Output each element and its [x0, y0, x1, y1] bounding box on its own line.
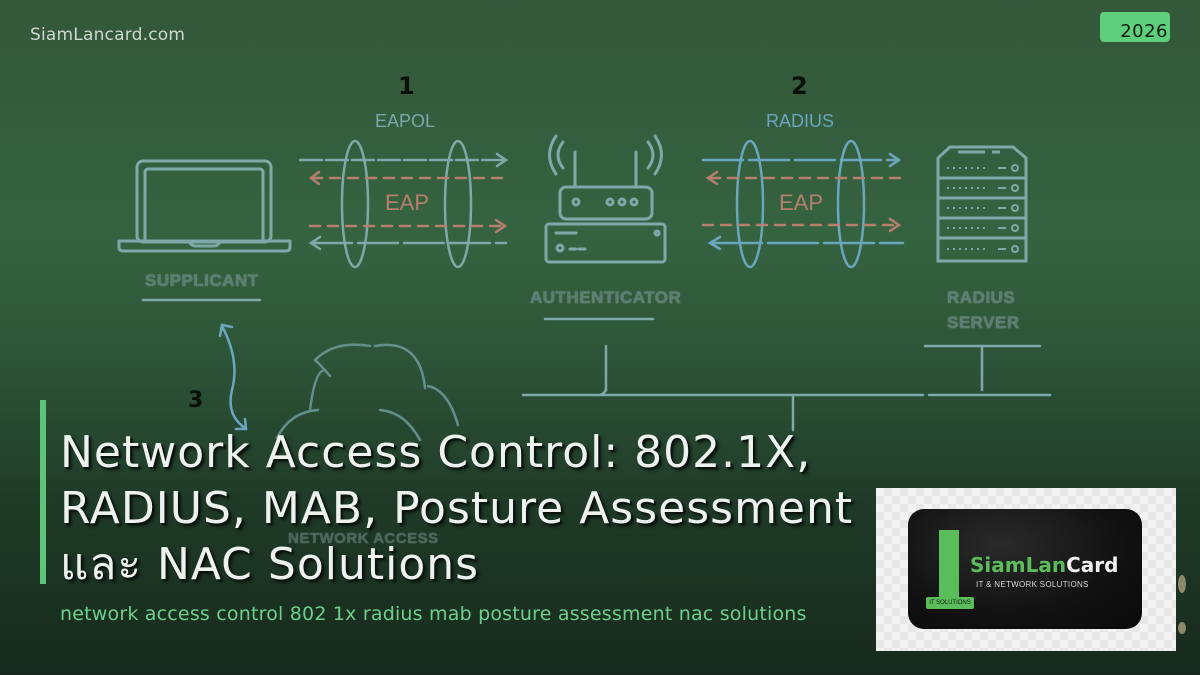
step-number-1: 1	[398, 72, 415, 100]
logo-tagline: IT & NETWORK SOLUTIONS	[976, 580, 1089, 589]
decorative-dot	[1178, 622, 1186, 634]
supplicant-label: SUPPLICANT	[145, 271, 259, 290]
title-line-2: RADIUS, MAB, Posture Assessment	[60, 483, 854, 534]
eapol-label: EAPOL	[375, 111, 436, 131]
year-badge: 2026	[1100, 12, 1170, 42]
bidirectional-arrow-icon	[218, 323, 248, 431]
radius-tunnel	[701, 139, 905, 269]
network-bus-lines	[141, 298, 1052, 432]
step-number-3: 3	[188, 388, 204, 413]
radius-label: RADIUS	[766, 111, 835, 131]
radius-server-label-line2: SERVER	[947, 313, 1020, 332]
cloud-icon	[275, 343, 460, 442]
article-subtitle: network access control 802 1x radius mab…	[60, 603, 807, 625]
article-title: Network Access Control: 802.1X, RADIUS, …	[60, 425, 860, 593]
radius-server-label-line1: RADIUS	[947, 288, 1016, 307]
brand-logo: IT SOLUTIONS SiamLanCard IT & NETWORK SO…	[876, 488, 1176, 651]
logo-green-bar	[939, 530, 959, 608]
step-number-2: 2	[791, 72, 808, 100]
logo-tag: IT SOLUTIONS	[926, 597, 974, 609]
authenticator-label: AUTHENTICATOR	[530, 288, 682, 307]
eap-label-right: EAP	[779, 190, 824, 215]
title-line-1: Network Access Control: 802.1X,	[60, 427, 812, 478]
eapol-tunnel	[298, 139, 510, 269]
network-access-label: NETWORK ACCESS	[288, 530, 439, 547]
laptop-icon	[117, 159, 292, 253]
decorative-dot	[1178, 575, 1186, 593]
logo-brand: SiamLanCard	[970, 553, 1119, 577]
site-name: SiamLancard.com	[30, 25, 186, 45]
wireless-router-icon	[544, 134, 667, 264]
title-accent-bar	[40, 400, 46, 584]
server-rack-icon	[936, 145, 1028, 263]
title-line-3: และ NAC Solutions	[60, 539, 480, 590]
logo-card: IT SOLUTIONS SiamLanCard IT & NETWORK SO…	[908, 509, 1142, 629]
eap-label-left: EAP	[385, 190, 430, 215]
